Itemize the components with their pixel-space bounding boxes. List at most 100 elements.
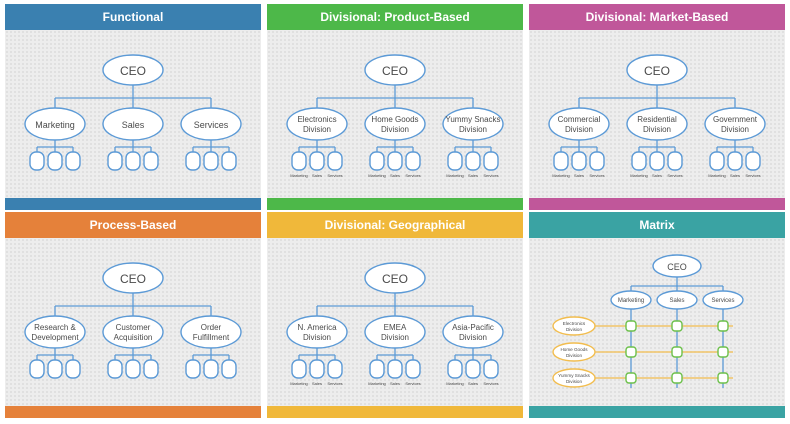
panel-title: Divisional: Market-Based: [529, 4, 785, 30]
leaf-node: [465, 359, 481, 379]
division-label: Yummy Snacks: [558, 373, 590, 378]
division-label: Order: [201, 323, 222, 332]
leaf-label: Services: [405, 381, 420, 386]
division-node: [552, 316, 596, 336]
division-node: [626, 107, 688, 141]
division-label: Development: [31, 333, 79, 342]
leaf-node: [745, 151, 761, 171]
leaf-label: Sales: [468, 381, 478, 386]
leaf-label: Marketing: [552, 173, 570, 178]
ceo-label: CEO: [120, 64, 146, 78]
division-label: Division: [303, 333, 331, 342]
division-label: Division: [459, 333, 487, 342]
division-label: Division: [381, 333, 409, 342]
leaf-node: [447, 151, 463, 171]
leaf-label: Marketing: [368, 381, 386, 386]
division-label: Division: [566, 353, 583, 358]
leaf-label: Marketing: [446, 381, 464, 386]
leaf-node: [291, 151, 307, 171]
leaf-label: Sales: [312, 173, 322, 178]
leaf-label: Services: [589, 173, 604, 178]
leaf-label: Marketing: [368, 173, 386, 178]
leaf-label: Sales: [574, 173, 584, 178]
division-node: [442, 107, 504, 141]
leaf-label: Sales: [468, 173, 478, 178]
leaf-node: [65, 151, 81, 171]
matrix-node: [625, 346, 637, 358]
division-label: Yummy Snacks: [445, 115, 500, 124]
division-label: Asia-Pacific: [452, 323, 494, 332]
panel-title: Divisional: Geographical: [267, 212, 523, 238]
leaf-node: [405, 151, 421, 171]
leaf-label: Sales: [652, 173, 662, 178]
leaf-node: [727, 151, 743, 171]
division-label: Commercial: [558, 115, 601, 124]
panel-title: Matrix: [529, 212, 785, 238]
leaf-node: [65, 359, 81, 379]
leaf-node: [221, 359, 237, 379]
division-node: [364, 315, 426, 349]
division-label: Home Goods: [371, 115, 418, 124]
leaf-node: [667, 151, 683, 171]
leaf-label: Services: [405, 173, 420, 178]
division-node: [704, 107, 766, 141]
leaf-node: [447, 359, 463, 379]
division-label: Division: [566, 379, 583, 384]
leaf-node: [29, 359, 45, 379]
division-label: Home Goods: [560, 347, 588, 352]
leaf-label: Services: [483, 173, 498, 178]
leaf-node: [309, 359, 325, 379]
division-node: [364, 107, 426, 141]
leaf-label: Marketing: [290, 381, 308, 386]
division-label: Division: [565, 125, 593, 134]
division-label: Marketing: [35, 120, 75, 130]
leaf-label: Services: [327, 381, 342, 386]
leaf-node: [327, 151, 343, 171]
leaf-node: [387, 359, 403, 379]
ceo-label: CEO: [120, 272, 146, 286]
leaf-node: [143, 151, 159, 171]
leaf-label: Services: [745, 173, 760, 178]
leaf-node: [185, 151, 201, 171]
division-label: Electronics: [297, 115, 336, 124]
leaf-node: [203, 359, 219, 379]
matrix-node: [717, 372, 729, 384]
leaf-node: [291, 359, 307, 379]
division-label: Acquisition: [114, 333, 153, 342]
division-label: Residential: [637, 115, 677, 124]
leaf-node: [107, 151, 123, 171]
matrix-node: [625, 372, 637, 384]
ceo-label: CEO: [382, 272, 408, 286]
leaf-label: Marketing: [708, 173, 726, 178]
matrix-node: [671, 346, 683, 358]
division-label: Division: [459, 125, 487, 134]
leaf-node: [589, 151, 605, 171]
division-label: Electronics: [563, 321, 586, 326]
leaf-label: Sales: [730, 173, 740, 178]
leaf-label: Marketing: [290, 173, 308, 178]
division-node: [442, 315, 504, 349]
leaf-label: Sales: [390, 381, 400, 386]
leaf-node: [553, 151, 569, 171]
leaf-node: [483, 359, 499, 379]
leaf-node: [107, 359, 123, 379]
leaf-node: [47, 359, 63, 379]
division-label: Customer: [116, 323, 151, 332]
leaf-label: Services: [667, 173, 682, 178]
division-label: Division: [303, 125, 331, 134]
division-node: [548, 107, 610, 141]
leaf-node: [143, 359, 159, 379]
leaf-node: [483, 151, 499, 171]
leaf-node: [203, 151, 219, 171]
matrix-node: [717, 346, 729, 358]
panel-title: Process-Based: [5, 212, 261, 238]
leaf-node: [709, 151, 725, 171]
leaf-node: [29, 151, 45, 171]
